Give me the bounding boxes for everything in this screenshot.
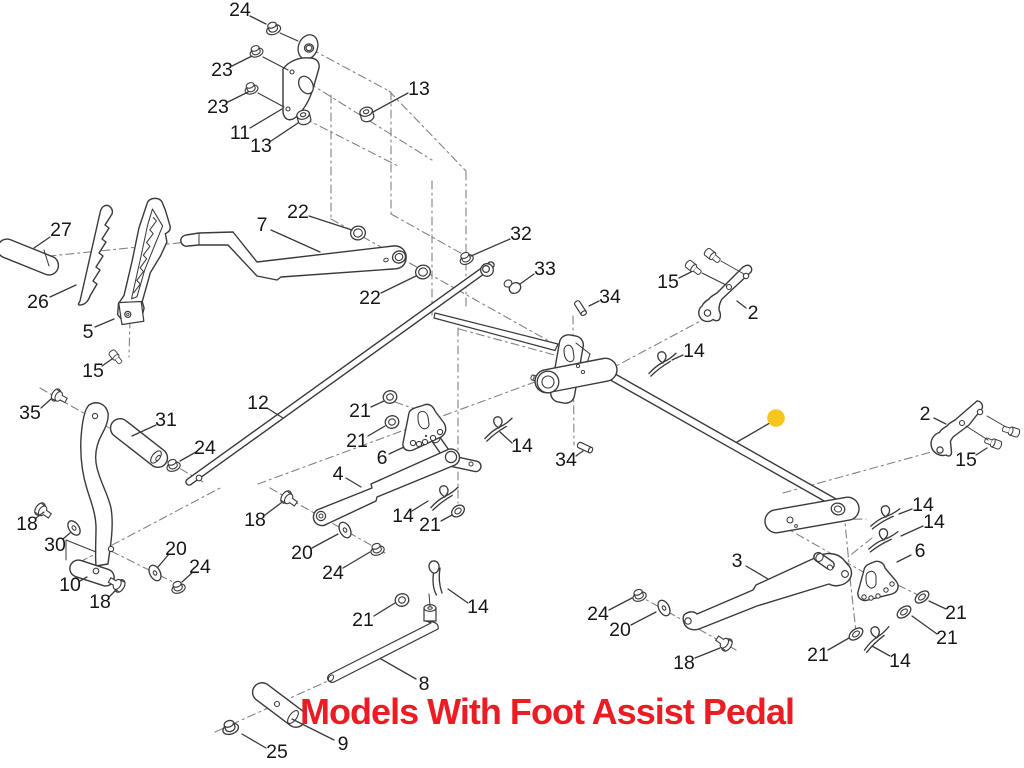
svg-text:34: 34 [555, 449, 577, 471]
svg-text:25: 25 [266, 741, 288, 763]
svg-text:34: 34 [599, 286, 621, 308]
svg-text:21: 21 [352, 609, 374, 631]
svg-text:18: 18 [89, 591, 111, 613]
svg-text:12: 12 [247, 392, 269, 414]
svg-text:35: 35 [19, 402, 41, 424]
svg-text:15: 15 [657, 271, 679, 293]
svg-text:31: 31 [155, 409, 177, 431]
svg-text:3: 3 [732, 550, 743, 572]
svg-text:14: 14 [912, 494, 934, 516]
svg-text:4: 4 [333, 463, 344, 485]
svg-text:21: 21 [419, 514, 441, 536]
svg-text:24: 24 [189, 556, 211, 578]
svg-text:13: 13 [408, 78, 430, 100]
svg-text:30: 30 [44, 534, 66, 556]
svg-text:21: 21 [807, 644, 829, 666]
svg-text:20: 20 [609, 619, 631, 641]
svg-text:15: 15 [82, 360, 104, 382]
svg-text:14: 14 [923, 511, 945, 533]
svg-text:33: 33 [534, 258, 556, 280]
svg-text:7: 7 [257, 214, 268, 236]
svg-text:14: 14 [683, 340, 705, 362]
svg-text:22: 22 [287, 201, 309, 223]
svg-text:20: 20 [165, 538, 187, 560]
svg-text:23: 23 [207, 96, 229, 118]
svg-text:23: 23 [211, 59, 233, 81]
svg-text:24: 24 [587, 603, 609, 625]
svg-text:8: 8 [419, 673, 430, 695]
svg-text:18: 18 [244, 509, 266, 531]
svg-text:24: 24 [322, 562, 344, 584]
svg-text:26: 26 [27, 291, 49, 313]
svg-text:32: 32 [510, 223, 532, 245]
svg-text:21: 21 [349, 400, 371, 422]
svg-text:9: 9 [338, 733, 349, 755]
svg-text:15: 15 [955, 449, 977, 471]
svg-text:21: 21 [936, 627, 958, 649]
svg-text:14: 14 [392, 505, 414, 527]
svg-text:14: 14 [889, 650, 911, 672]
svg-text:22: 22 [359, 287, 381, 309]
svg-text:14: 14 [511, 435, 533, 457]
svg-text:5: 5 [83, 321, 94, 343]
svg-text:20: 20 [291, 542, 313, 564]
svg-text:6: 6 [377, 447, 388, 469]
svg-text:21: 21 [346, 430, 368, 452]
svg-text:13: 13 [250, 135, 272, 157]
svg-text:27: 27 [50, 219, 72, 241]
svg-text:18: 18 [16, 513, 38, 535]
svg-text:10: 10 [59, 574, 81, 596]
svg-text:11: 11 [230, 122, 250, 144]
svg-text:2: 2 [748, 302, 759, 324]
svg-text:2: 2 [920, 403, 931, 425]
svg-text:Models With Foot Assist Pedal: Models With Foot Assist Pedal [300, 691, 795, 732]
svg-text:24: 24 [229, 0, 251, 21]
svg-text:21: 21 [945, 602, 967, 624]
svg-text:24: 24 [194, 437, 216, 459]
svg-text:6: 6 [915, 540, 926, 562]
svg-text:14: 14 [467, 596, 489, 618]
svg-text:18: 18 [673, 652, 695, 674]
